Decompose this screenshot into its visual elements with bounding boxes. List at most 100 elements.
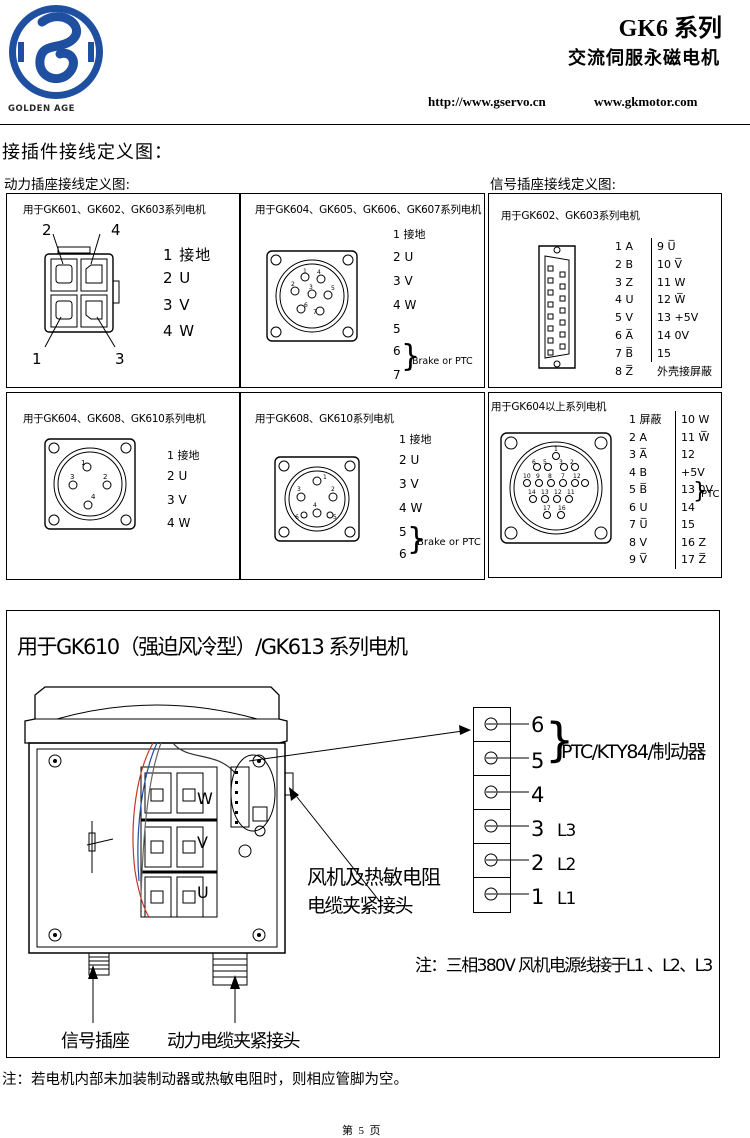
face-num: 2 xyxy=(291,281,295,288)
dsub-15pin-diagram xyxy=(538,245,576,369)
pin-row: 15 xyxy=(657,346,671,360)
subtitle: 交流伺服永磁电机 xyxy=(568,48,720,69)
pin-label: 5 xyxy=(399,525,407,539)
url-gservo[interactable]: http://www.gservo.cn xyxy=(428,94,546,109)
pin-row: 14 0V xyxy=(657,328,690,342)
phase-label-l3: L3 xyxy=(557,821,576,841)
pin-label: 2 U xyxy=(167,469,188,483)
pin-label: 2 U xyxy=(393,250,414,264)
panel-gk608-610: 用于GK608、GK610系列电机 1 3 2 4 6 5 1 接地 2 U 3… xyxy=(240,392,485,580)
pin-row: 13 0V xyxy=(681,483,714,496)
face-num: 13 xyxy=(541,489,549,496)
face-num: 2 xyxy=(103,473,107,481)
panel-caption: 用于GK602、GK603系列电机 xyxy=(501,210,640,222)
fan-thermistor-label: 风机及热敏电阻 xyxy=(307,865,441,889)
strip-number: 6 xyxy=(531,713,545,737)
column-divider xyxy=(675,411,676,569)
face-num: 7 xyxy=(313,309,317,316)
brake-ptc-label: Brake or PTC xyxy=(412,356,473,367)
face-num: 7 xyxy=(561,473,565,480)
strip-number: 2 xyxy=(531,851,545,875)
face-num: 5 xyxy=(543,459,547,466)
signal-heading: 信号插座接线定义图: xyxy=(490,177,617,193)
face-num: 14 xyxy=(528,489,536,496)
big-panel-title: 用于GK610（强迫风冷型）/GK613 系列电机 xyxy=(17,635,408,659)
face-num: 4 xyxy=(313,502,317,509)
series-title: GK6 系列 xyxy=(618,16,722,42)
pin-row: 6 A̅ xyxy=(615,328,634,342)
strip-number: 3 xyxy=(531,817,545,841)
pin-row: 1 屏蔽 xyxy=(629,413,662,426)
url-gkmotor[interactable]: www.gkmotor.com xyxy=(594,94,698,109)
face-num: 11 xyxy=(567,489,575,496)
face-num: 8 xyxy=(548,473,552,480)
pin-label: 4 W xyxy=(399,501,423,515)
ptc-label: PTC xyxy=(701,489,720,500)
pin-row: 9 V̅ xyxy=(629,553,648,566)
face-num: 17 xyxy=(543,505,551,512)
logo-text: GOLDEN AGE xyxy=(8,104,75,114)
pin-list-col2: 10 W 11 W̅ 12 +5V 13 0V 14 15 16 Z 17 Z̅ xyxy=(681,411,721,569)
pin-row: 7 U̅ xyxy=(629,518,648,531)
square-connector-diagram xyxy=(44,233,120,348)
pin-label: 6 xyxy=(393,344,401,358)
face-num: 9 xyxy=(536,473,540,480)
pin-label: 4 W xyxy=(167,516,191,530)
round-connector-4pin-diagram: 1 3 2 4 xyxy=(44,438,136,530)
panel-caption: 用于GK604、GK605、GK606、GK607系列电机 xyxy=(255,204,482,216)
pin-row: 5 V xyxy=(615,311,634,325)
pin-row: 10 V̅ xyxy=(657,257,683,271)
diagram-label: 1 xyxy=(32,350,43,368)
pin-row: 16 Z xyxy=(681,535,707,549)
face-num: 3 xyxy=(309,284,313,291)
panel-caption: 用于GK608、GK610系列电机 xyxy=(255,413,394,425)
strip-cell xyxy=(474,810,510,844)
pin-label: 3 V xyxy=(167,493,187,507)
face-num: 1 xyxy=(81,459,85,467)
power-gland-label: 动力电缆夹紧接头 xyxy=(167,1031,301,1052)
phase-label-l2: L2 xyxy=(557,855,576,875)
page-number: 第 5 页 xyxy=(342,1125,381,1137)
pin-row: 6 U xyxy=(629,500,648,514)
column-divider xyxy=(651,238,652,362)
diagram-label: 4 xyxy=(111,221,122,239)
pin-list-col1: 1 屏蔽 2 A 3 A̅ 4 B 5 B̅ 6 U 7 U̅ 8 V 9 V̅ xyxy=(629,411,662,569)
leader-lines xyxy=(88,725,471,1023)
face-num: 2 xyxy=(331,486,335,493)
terminal-label-w: W xyxy=(197,789,213,808)
pin-label: 3 V xyxy=(393,274,413,288)
pin-row: 12 W̅ xyxy=(657,293,686,307)
pin-label: 1 接地 xyxy=(167,449,200,462)
strip-cell xyxy=(474,708,510,742)
face-num: 4 xyxy=(317,269,321,276)
panel-caption: 用于GK604以上系列电机 xyxy=(491,401,607,413)
face-num: 6 xyxy=(295,514,299,521)
pin-row: 9 U̅ xyxy=(657,240,676,253)
pin-row: 11 W xyxy=(657,275,686,289)
face-num: 1 xyxy=(303,268,307,275)
face-num: 6 xyxy=(304,302,308,309)
terminal-box-diagram xyxy=(24,686,294,986)
face-num: 6 xyxy=(532,459,536,466)
pin-label: 5 xyxy=(393,322,401,336)
pin-row: 15 xyxy=(681,518,695,531)
brace: } xyxy=(693,479,707,504)
fan-power-note: 注：三相380V 风机电源线接于L1 、L2、L3 xyxy=(415,956,713,976)
footnote: 注：若电机内部未加装制动器或热敏电阻时，则相应管脚为空。 xyxy=(2,1072,408,1088)
cable-gland-label: 电缆夹紧接头 xyxy=(307,895,414,917)
pin-label: 3 V xyxy=(399,477,419,491)
pin-row: 14 xyxy=(681,500,695,514)
pin-row: 12 +5V xyxy=(681,448,705,479)
pin-row: 11 W̅ xyxy=(681,430,710,444)
power-heading: 动力插座接线定义图: xyxy=(4,177,131,193)
pin-label: 7 xyxy=(393,368,401,382)
strip-number: 4 xyxy=(531,783,545,807)
face-num: 12 xyxy=(573,473,581,480)
strip-number: 1 xyxy=(531,885,545,909)
pin-row: 8 Z̅ xyxy=(615,364,634,378)
pin-row: 17 Z̅ xyxy=(681,553,707,566)
pin-label: 1 接地 xyxy=(399,433,432,446)
panel-signal-gk602-603: 用于GK602、GK603系列电机 1 A 2 B 3 Z 4 U 5 V 6 … xyxy=(488,193,722,388)
face-num: 16 xyxy=(558,505,566,512)
